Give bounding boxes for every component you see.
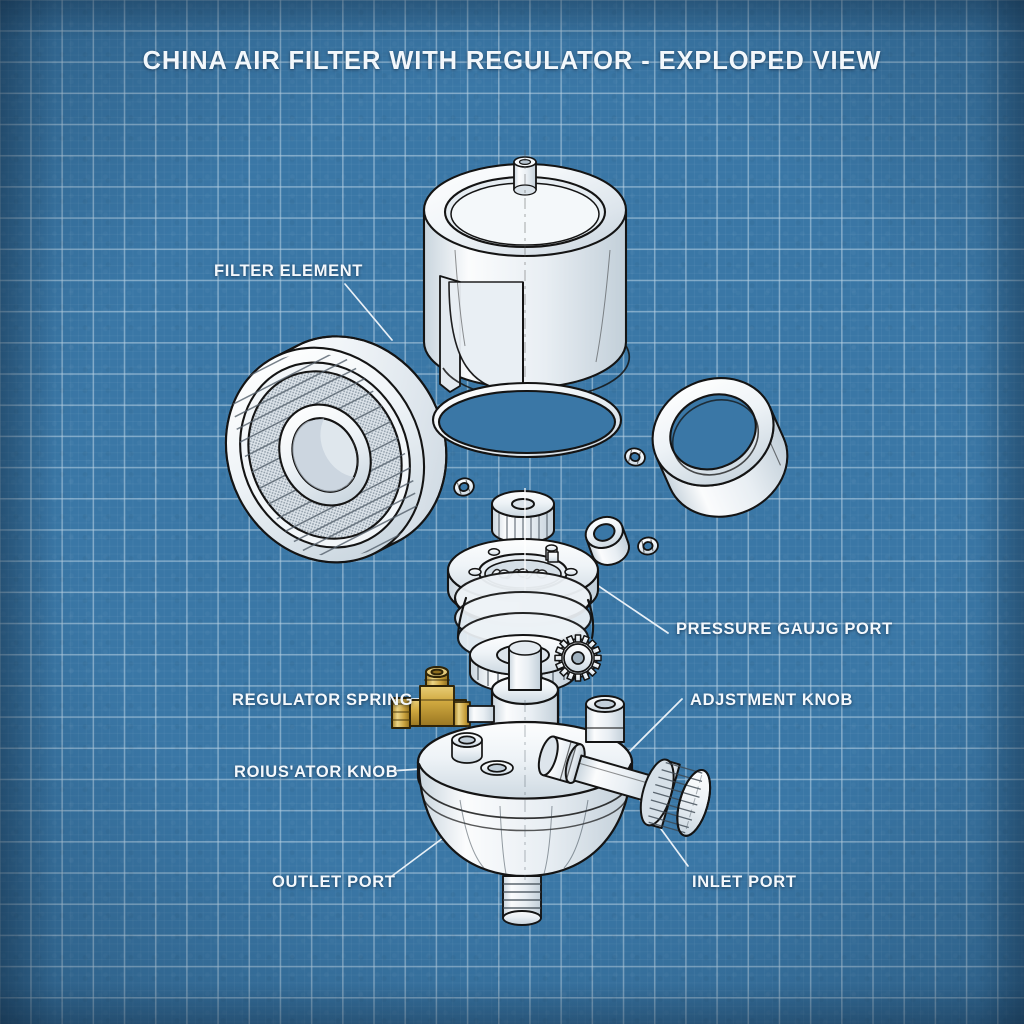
- part-spacer-bushing: [584, 515, 630, 566]
- part-filter-element: [224, 335, 448, 571]
- part-adjust-stem-knob: [537, 735, 712, 837]
- callout-label-pressure-gauge-port: PRESSURE GAUJG PORT: [676, 620, 893, 638]
- part-filter-bowl-housing: [422, 150, 631, 400]
- part-small-gear: [554, 634, 602, 682]
- part-retaining-ring: [651, 377, 789, 518]
- part-small-o-rings: [453, 447, 659, 556]
- callout-label-outlet-port: OUTLET PORT: [272, 873, 396, 891]
- callout-label-regulator-knob: ROIUS'ATOR KNOB: [234, 763, 399, 781]
- callout-label-inlet-port: INLET PORT: [692, 873, 797, 891]
- page-title: CHINA AIR FILTER WITH REGULATOR - EXPLOP…: [142, 47, 882, 75]
- part-bowl-o-ring: [431, 381, 623, 459]
- part-regulator-body: [416, 640, 634, 926]
- callout-label-regulator-spring: REGULATOR SPRING: [232, 691, 414, 709]
- callout-label-filter-element: FILTER ELEMENT: [214, 262, 364, 280]
- part-brass-elbow-fitting: [391, 666, 495, 729]
- callout-label-adjustment-knob: ADJSTMENT KNOB: [690, 691, 854, 709]
